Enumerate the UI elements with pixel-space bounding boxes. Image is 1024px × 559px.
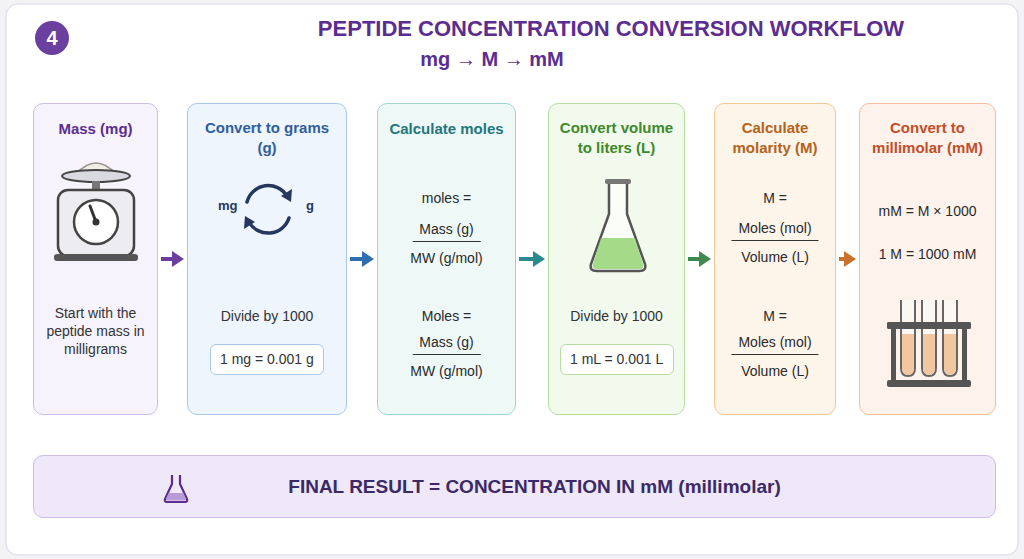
formula-box: 1 mg = 0.001 g bbox=[210, 344, 324, 375]
box-heading: Calculate moles bbox=[384, 119, 509, 139]
result-text: FINAL RESULT = CONCENTRATION IN mM (mill… bbox=[288, 476, 780, 498]
fraction-numerator: Moles (mol) bbox=[731, 219, 818, 241]
fraction-numerator: Mass (g) bbox=[412, 220, 480, 242]
formula-text: 1 mg = 0.001 g bbox=[220, 351, 314, 368]
unit-label: g bbox=[306, 198, 314, 213]
process-box: Calculate molarity (M) M = Moles (mol) Volu… bbox=[714, 103, 836, 415]
fraction-denominator: Volume (L) bbox=[734, 362, 816, 380]
formula-lhs: 1 M = 1000 mM bbox=[872, 245, 984, 263]
fraction-numerator: Mass (g) bbox=[412, 333, 480, 355]
flow-arrow bbox=[688, 251, 711, 267]
process-box: Convert volume to liters (L) Divide by 10… bbox=[548, 103, 685, 415]
box-heading: Convert volume to liters (L) bbox=[555, 118, 678, 157]
box-heading: Convert to grams (g) bbox=[194, 118, 340, 157]
process-box: Mass (mg) Start with the peptide mass in … bbox=[33, 103, 158, 415]
formula-lhs: moles = bbox=[415, 189, 478, 207]
test-tubes-icon bbox=[883, 294, 975, 390]
process-box: Convert to grams (g) Divide by 1000 1 mg =… bbox=[187, 103, 347, 415]
box-heading: Mass (mg) bbox=[40, 119, 151, 139]
diagram-title: PEPTIDE CONCENTRATION CONVERSION WORKFLO… bbox=[318, 16, 904, 42]
formula-box: 1 mL = 0.001 L bbox=[560, 344, 674, 375]
box-heading: Convert to millimolar (mM) bbox=[866, 118, 989, 157]
band-flask-icon bbox=[162, 472, 190, 504]
flask-icon bbox=[587, 176, 649, 276]
box-heading: Calculate molarity (M) bbox=[721, 118, 829, 157]
formula-lhs: Moles = bbox=[415, 307, 478, 325]
box-text: Divide by 1000 bbox=[196, 307, 338, 325]
box-text: Divide by 1000 bbox=[557, 307, 676, 325]
formula-text: 1 mL = 0.001 L bbox=[570, 351, 664, 368]
convert-arrows-icon bbox=[233, 174, 303, 244]
flow-arrow bbox=[350, 251, 374, 267]
fraction-numerator: Moles (mol) bbox=[731, 333, 818, 355]
unit-label: mg bbox=[218, 198, 238, 213]
formula-lhs: M = bbox=[756, 307, 794, 325]
box-text: Start with the peptide mass in milligram… bbox=[42, 304, 149, 359]
step-badge: 4 bbox=[35, 21, 69, 55]
flow-arrow bbox=[519, 251, 545, 267]
frame-panel bbox=[6, 4, 1018, 555]
scale-icon bbox=[46, 148, 146, 266]
step-number: 4 bbox=[46, 28, 57, 48]
process-box: Convert to millimolar (mM) mM = M × 1000 1… bbox=[859, 103, 996, 415]
result-band: FINAL RESULT = CONCENTRATION IN mM (mill… bbox=[33, 455, 996, 518]
formula-lhs: mM = M × 1000 bbox=[871, 202, 983, 220]
fraction-denominator: Volume (L) bbox=[734, 248, 816, 266]
subtitle: mg → M → mM bbox=[420, 48, 563, 71]
fraction-denominator: MW (g/mol) bbox=[403, 249, 489, 267]
flow-arrow bbox=[839, 251, 856, 267]
fraction-denominator: MW (g/mol) bbox=[403, 362, 489, 380]
flow-arrow bbox=[161, 251, 184, 267]
formula-lhs: M = bbox=[756, 189, 794, 207]
process-box: Calculate moles moles = Mass (g) MW (g/mol)… bbox=[377, 103, 516, 415]
